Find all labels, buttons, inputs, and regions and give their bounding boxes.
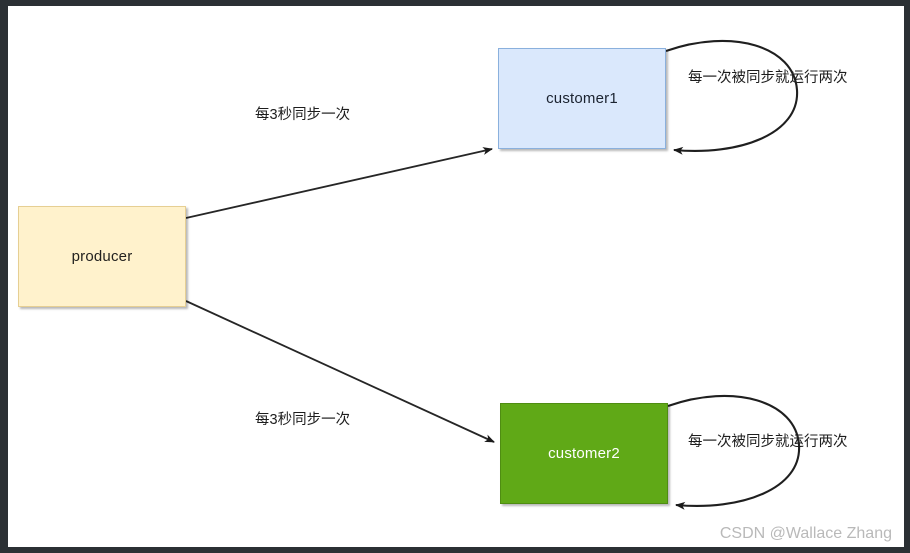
node-producer-label: producer bbox=[71, 248, 133, 265]
watermark: CSDN @Wallace Zhang bbox=[719, 525, 892, 542]
edge-label-customer2-self-loop: 每一次被同步就运行两次 bbox=[688, 434, 848, 450]
node-customer2-label: customer2 bbox=[548, 445, 620, 462]
node-producer[interactable]: producer bbox=[18, 206, 186, 307]
node-customer2[interactable]: customer2 bbox=[500, 403, 668, 504]
node-customer1[interactable]: customer1 bbox=[498, 48, 666, 149]
edge-label-producer-to-customer2: 每3秒同步一次 bbox=[255, 412, 351, 428]
diagram-canvas: producer customer1 customer2 每3秒同步一次 每3秒… bbox=[8, 6, 904, 547]
edge-customer1-self-loop bbox=[665, 39, 799, 155]
node-customer1-label: customer1 bbox=[546, 90, 618, 107]
edge-producer-to-customer1 bbox=[185, 147, 493, 219]
edge-label-customer1-self-loop: 每一次被同步就运行两次 bbox=[688, 70, 848, 86]
edge-label-producer-to-customer1: 每3秒同步一次 bbox=[255, 107, 351, 123]
